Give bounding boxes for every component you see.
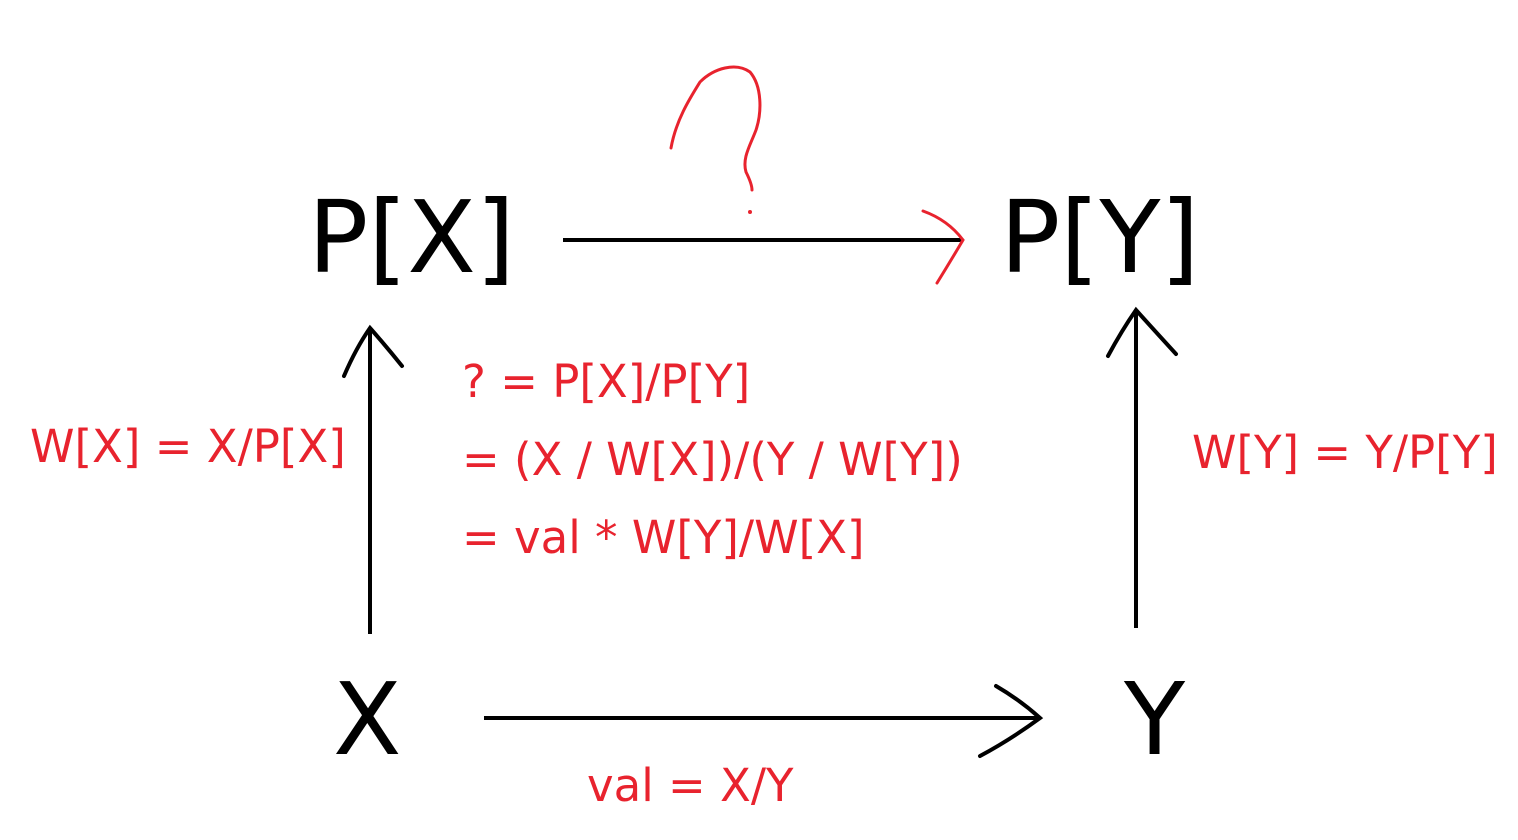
- derivation-block: ? = P[X]/P[Y] = (X / W[X])/(Y / W[Y]) = …: [462, 343, 963, 577]
- node-p-y: P[Y]: [1000, 179, 1200, 296]
- derivation-line-2: = (X / W[X])/(Y / W[Y]): [462, 433, 963, 486]
- derivation-line-3: = val * W[Y]/W[X]: [462, 511, 865, 564]
- node-p-x: P[X]: [308, 179, 515, 296]
- arrow-x-y-head: [978, 684, 1044, 758]
- question-mark-icon: [669, 65, 762, 192]
- question-mark-dot-icon: [748, 210, 752, 214]
- label-w-y: W[Y] = Y/P[Y]: [1192, 426, 1498, 479]
- arrow-px-py-head: [921, 209, 965, 285]
- label-val: val = X/Y: [587, 759, 794, 812]
- arrow-x-px-head: [342, 324, 404, 378]
- node-x: X: [333, 661, 402, 778]
- label-w-x: W[X] = X/P[X]: [30, 420, 346, 473]
- derivation-line-1: ? = P[X]/P[Y]: [462, 355, 751, 408]
- arrow-y-py-head: [1106, 306, 1178, 358]
- node-y: Y: [1124, 661, 1186, 778]
